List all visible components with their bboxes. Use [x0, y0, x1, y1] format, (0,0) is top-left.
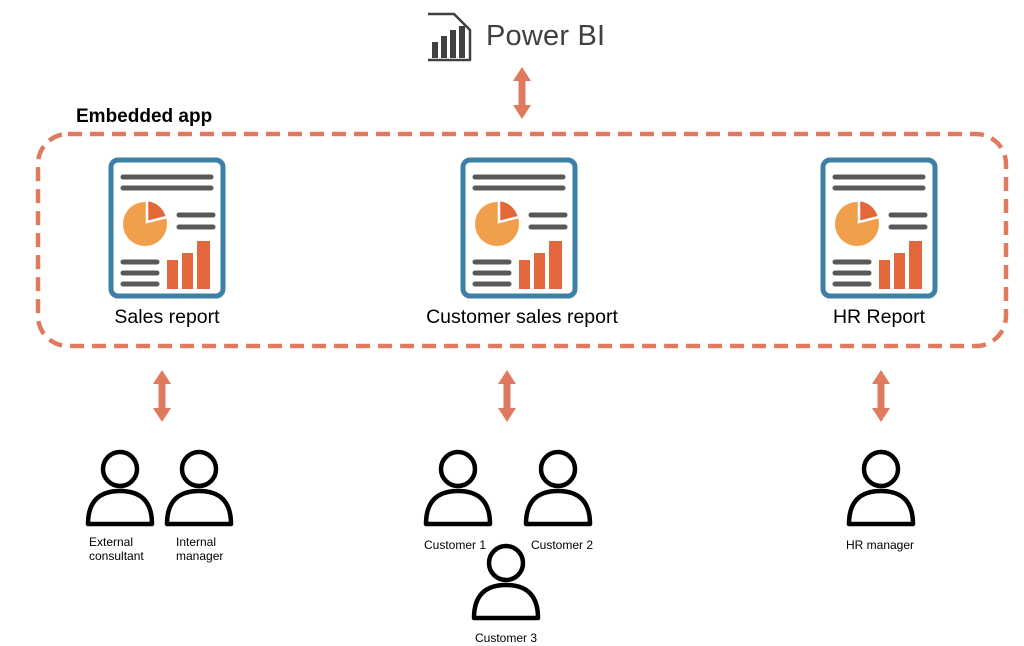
embedded-app-container — [35, 131, 1009, 349]
internal-manager-label: Internal manager — [176, 535, 224, 563]
customer-2-icon — [526, 452, 590, 524]
embedded-app-title: Embedded app — [76, 106, 213, 127]
customer-3-icon — [474, 546, 538, 618]
hr-manager-icon — [849, 452, 913, 524]
power-bi-icon — [428, 12, 472, 62]
power-bi-title: Power BI — [486, 20, 606, 52]
hr-report-users-arrow — [872, 370, 890, 422]
customer-2-label: Customer 2 — [531, 538, 594, 552]
customer-sales-report-icon — [463, 160, 575, 296]
sales-report-icon — [111, 160, 223, 296]
hr-report-icon — [823, 160, 935, 296]
hr-manager-label: HR manager — [846, 538, 915, 552]
customer-report-users-arrow — [498, 370, 516, 422]
sales-report-label: Sales report — [114, 306, 220, 328]
internal-manager-icon — [167, 452, 231, 524]
customer-1-label: Customer 1 — [424, 538, 487, 552]
customer-sales-report-label: Customer sales report — [426, 306, 618, 328]
sales-report-users-arrow — [153, 370, 171, 422]
customer-3-label: Customer 3 — [475, 631, 538, 645]
customer-1-icon — [426, 452, 490, 524]
hr-report-label: HR Report — [832, 306, 926, 328]
power-bi-connection-arrow — [513, 67, 531, 119]
external-consultant-icon — [88, 452, 152, 524]
external-consultant-label: External consultant — [89, 535, 144, 563]
